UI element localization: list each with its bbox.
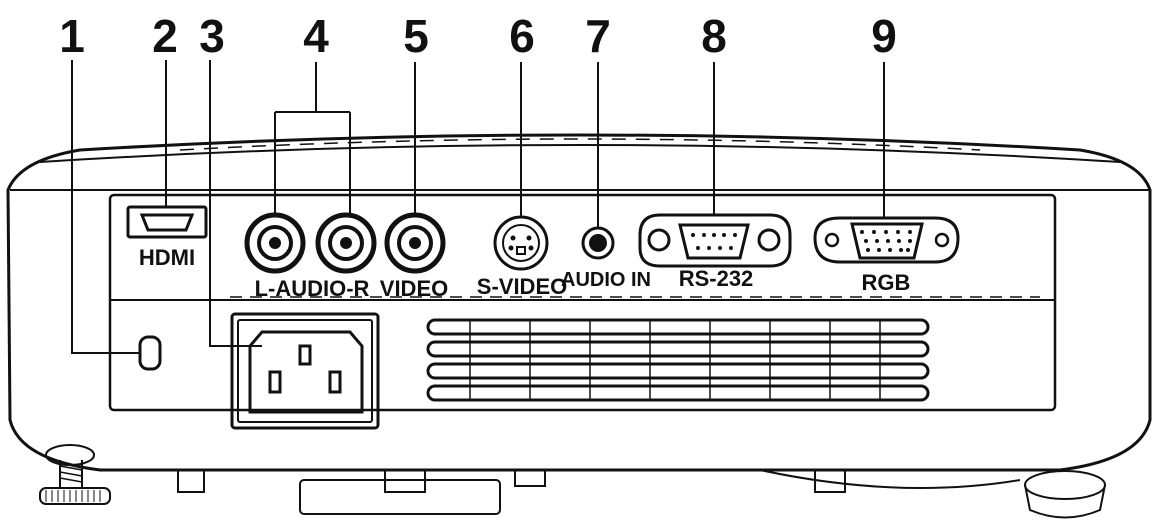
ventilation-grille — [426, 318, 930, 402]
callout-number: 7 — [585, 10, 611, 62]
hdmi-port — [126, 205, 208, 239]
callout-number: 9 — [871, 10, 897, 62]
leader-lines — [71, 60, 885, 354]
audio-left-jack — [244, 212, 306, 274]
audio-in-jack — [581, 226, 615, 260]
rs232-port — [638, 213, 792, 268]
hdmi-label: HDMI — [139, 245, 195, 270]
callout-number: 1 — [59, 10, 85, 62]
callout-number: 4 — [303, 10, 329, 62]
audio-in-label: AUDIO IN — [561, 269, 651, 291]
callout-number: 2 — [152, 10, 178, 62]
projector-body — [6, 133, 1152, 519]
security-lock-slot — [138, 335, 162, 371]
power-socket — [230, 312, 380, 430]
rgb-port — [813, 216, 960, 264]
video-jack — [384, 212, 446, 274]
callout-number: 3 — [199, 10, 225, 62]
audio-lr-label: L-AUDIO-R — [255, 276, 370, 301]
callout-number: 6 — [509, 10, 535, 62]
callout-number: 5 — [403, 10, 429, 62]
rs232-label: RS-232 — [679, 266, 754, 291]
callout-number: 8 — [701, 10, 727, 62]
svideo-port — [493, 215, 549, 271]
video-label: VIDEO — [380, 276, 448, 301]
svideo-label: S-VIDEO — [477, 274, 567, 299]
rgb-label: RGB — [862, 270, 911, 295]
audio-right-jack — [315, 212, 377, 274]
